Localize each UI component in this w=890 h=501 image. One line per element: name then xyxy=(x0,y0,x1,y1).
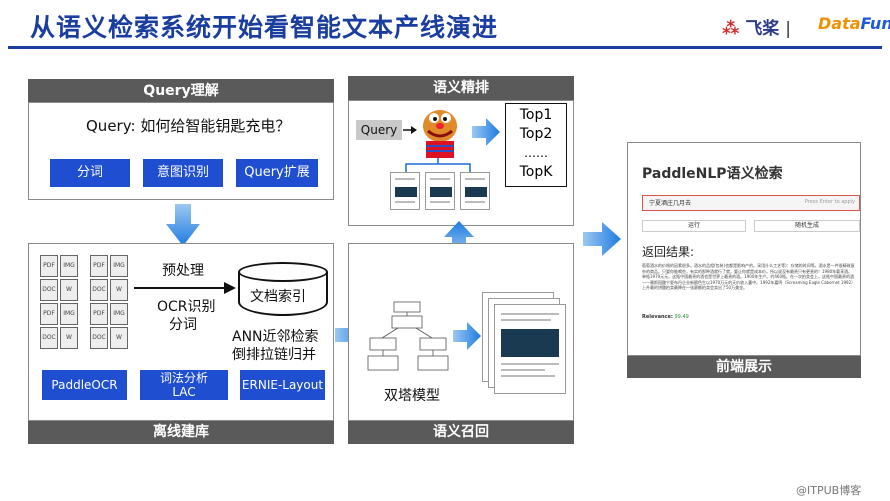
img-icon: IMG xyxy=(110,303,128,325)
doc-icon: DOC xyxy=(40,279,58,301)
arrow-right-icon xyxy=(403,126,417,134)
topk-item: TopK xyxy=(519,164,553,180)
offline-panel-title: 离线建库 xyxy=(153,424,209,440)
title-underline xyxy=(8,46,882,49)
page-title: 从语义检索系统开始看智能文本产线演进 xyxy=(30,13,499,42)
pdf-icon: PDF xyxy=(40,255,58,277)
doc-icon: DOC xyxy=(40,327,58,349)
pdf-icon: PDF xyxy=(40,303,58,325)
img-icon: IMG xyxy=(110,255,128,277)
pdf-icon: PDF xyxy=(90,303,108,325)
paddle-logo: ⁂ 飞桨 | xyxy=(722,14,791,39)
doc-icon: DOC xyxy=(90,327,108,349)
run-button[interactable]: 运行 xyxy=(642,220,746,232)
arrow-up-icon xyxy=(444,221,474,255)
character-icon xyxy=(423,110,457,158)
index-label: 文档索引 xyxy=(250,289,306,305)
inverted-label: 倒排拉链归并 xyxy=(232,347,316,363)
datafun-logo-part-a: Data xyxy=(818,14,861,33)
recall-panel-title: 语义召回 xyxy=(433,424,489,440)
arrow-right-icon xyxy=(472,118,500,146)
img-icon: IMG xyxy=(60,255,78,277)
word-icon: W xyxy=(60,279,78,301)
ann-label: ANN近邻检索 xyxy=(232,329,319,345)
ernie-layout-button: ERNIE-Layout xyxy=(240,370,325,400)
search-input[interactable]: 宁夏酒庄几月去 Press Enter to apply xyxy=(642,195,860,211)
dual-tower-diagram xyxy=(367,301,449,371)
result-text: 葡萄酒水的价格的因素很多。酒水的品相(包装)也都是影响产的。采用什么工艺等)：存… xyxy=(642,263,856,291)
rerank-panel-title-bar: 语义精排 xyxy=(348,76,574,100)
result-heading: 返回结果: xyxy=(642,245,695,259)
segment-button: 分词 xyxy=(50,159,130,187)
query-panel-title: Query理解 xyxy=(143,83,219,99)
datafun-logo-part-b: Fun. xyxy=(860,14,890,33)
word-icon: W xyxy=(110,279,128,301)
word-icon: W xyxy=(110,327,128,349)
paddle-logo-text: 飞桨 xyxy=(745,19,780,39)
connector-lines xyxy=(405,158,471,174)
topk-list: Top1 Top2 …… TopK xyxy=(505,103,567,187)
img-icon: IMG xyxy=(60,303,78,325)
dual-tower-label: 双塔模型 xyxy=(384,388,440,404)
logo-divider: | xyxy=(785,19,791,39)
database-top xyxy=(238,262,328,282)
frontend-panel-title: 前端展示 xyxy=(716,359,772,375)
random-button-label: 随机生成 xyxy=(794,222,819,229)
relevance-value: 99.49 xyxy=(674,314,689,320)
arrow-right-icon xyxy=(453,322,481,350)
lac-button: 词法分析 LAC xyxy=(140,370,228,400)
frontend-app-title: PaddleNLP语义检索 xyxy=(642,166,783,182)
doc-icon: DOC xyxy=(90,279,108,301)
query-chip: Query xyxy=(356,120,402,140)
seg-label: 分词 xyxy=(169,317,197,333)
word-icon: W xyxy=(60,327,78,349)
search-input-hint: Press Enter to apply xyxy=(804,199,855,205)
run-button-label: 运行 xyxy=(687,222,700,229)
arrow-right-icon xyxy=(583,222,621,256)
frontend-panel-title-bar: 前端展示 xyxy=(627,356,861,378)
document-icon xyxy=(390,172,420,210)
paddleocr-button: PaddleOCR xyxy=(42,370,127,400)
datafun-logo: DataFun. xyxy=(818,14,890,33)
document-icon xyxy=(425,172,455,210)
document-icon xyxy=(494,304,566,394)
recall-panel-title-bar: 语义召回 xyxy=(348,421,574,444)
topk-item: Top1 xyxy=(519,107,553,123)
watermark: @ITPUB博客 xyxy=(796,484,862,497)
topk-item: …… xyxy=(524,146,548,160)
relevance-row: Relevance: 99.49 xyxy=(642,314,689,320)
paddle-logo-mark: ⁂ xyxy=(722,19,740,39)
topk-item: Top2 xyxy=(519,126,553,142)
search-input-value: 宁夏酒庄几月去 xyxy=(649,200,692,207)
pdf-icon: PDF xyxy=(90,255,108,277)
intent-button: 意图识别 xyxy=(143,159,223,187)
arrow-right-icon xyxy=(134,282,236,294)
rerank-panel-title: 语义精排 xyxy=(433,80,489,96)
query-question: Query: 如何给智能钥匙充电？ xyxy=(86,117,291,135)
arrow-down-icon xyxy=(166,204,200,246)
offline-panel-title-bar: 离线建库 xyxy=(28,421,334,444)
query-panel-title-bar: Query理解 xyxy=(28,79,334,103)
document-icon xyxy=(460,172,490,210)
relevance-label: Relevance: xyxy=(642,314,673,320)
query-expand-button: Query扩展 xyxy=(236,159,318,187)
preprocess-label: 预处理 xyxy=(162,263,204,279)
lac-button-label: 词法分析 LAC xyxy=(159,371,208,399)
ocr-label: OCR识别 xyxy=(157,299,216,315)
frontend-panel xyxy=(627,142,861,356)
random-button[interactable]: 随机生成 xyxy=(754,220,860,232)
